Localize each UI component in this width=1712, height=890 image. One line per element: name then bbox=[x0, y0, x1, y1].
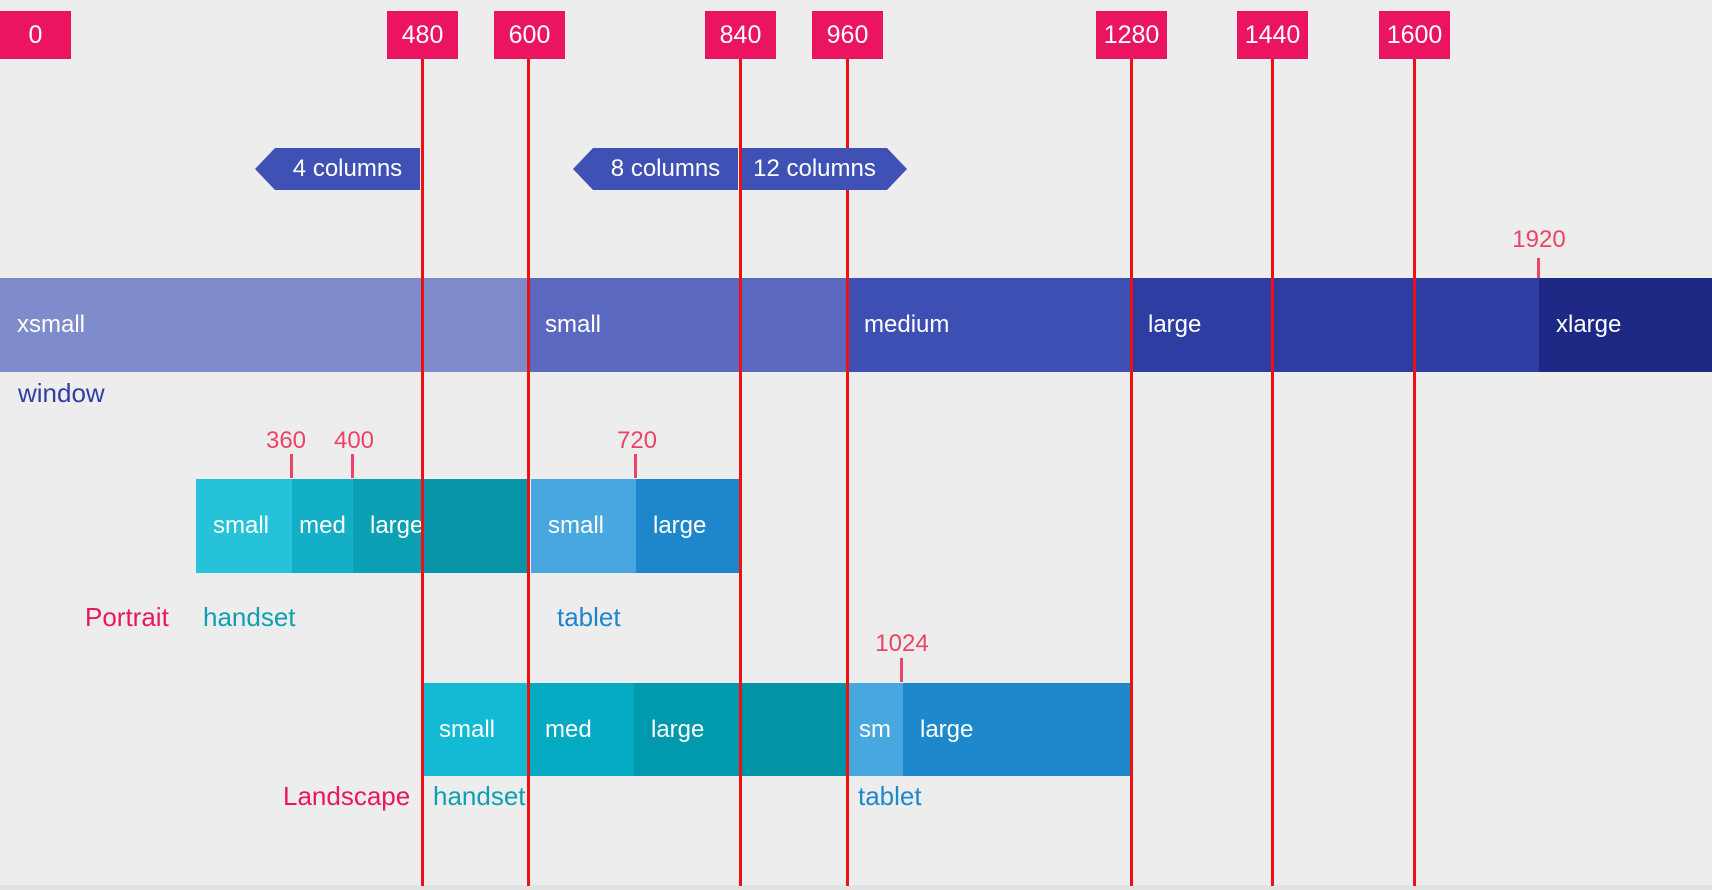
column-badge-label: 12 columns bbox=[753, 155, 876, 182]
block-label: small bbox=[439, 715, 496, 743]
breakpoint-tag-1440: 1440 bbox=[1237, 11, 1308, 59]
breakpoint-tag-label: 840 bbox=[719, 20, 762, 49]
block-label: med bbox=[545, 715, 592, 743]
marker-720: 720 bbox=[616, 427, 658, 454]
breakpoint-tag-0: 0 bbox=[0, 11, 71, 59]
grid-line-1600 bbox=[1413, 59, 1416, 886]
portrait-block-handset-large: large bbox=[353, 479, 424, 573]
breakpoint-tag-840: 840 bbox=[705, 11, 776, 59]
breakpoint-tag-label: 1600 bbox=[1386, 20, 1443, 49]
marker-tick-720 bbox=[634, 454, 637, 478]
section-label-portrait: Portrait bbox=[85, 602, 169, 632]
portrait-block-tablet-large: large bbox=[636, 479, 741, 573]
portrait-block-handset-small: small bbox=[196, 479, 292, 573]
landscape-block-handset-large: large bbox=[634, 683, 740, 776]
landscape-block-handset-med: med bbox=[528, 683, 634, 776]
landscape-caption-tablet: tablet bbox=[858, 781, 922, 811]
breakpoint-tag-600: 600 bbox=[494, 11, 565, 59]
window-segment-label: small bbox=[545, 311, 602, 338]
breakpoint-tag-960: 960 bbox=[812, 11, 883, 59]
block-label: sm bbox=[859, 715, 891, 743]
grid-line-1440 bbox=[1271, 59, 1274, 886]
window-segment-large: large bbox=[1131, 278, 1539, 372]
breakpoint-tag-label: 1280 bbox=[1103, 20, 1160, 49]
column-badge-label: 4 columns bbox=[292, 155, 403, 182]
block-label: med bbox=[299, 512, 346, 539]
window-segment-small: small bbox=[528, 278, 847, 372]
marker-1920: 1920 bbox=[1512, 226, 1566, 253]
portrait-block-handset-med: med bbox=[292, 479, 353, 573]
marker-360: 360 bbox=[265, 427, 307, 454]
block-label: large bbox=[370, 512, 424, 539]
landscape-block-tablet-large: large bbox=[903, 683, 1131, 776]
landscape-block-handset-extension bbox=[740, 683, 847, 776]
landscape-block-handset-small: small bbox=[422, 683, 528, 776]
column-badge-8-columns: 8 columns bbox=[573, 148, 738, 190]
window-segment-xsmall: xsmall bbox=[0, 278, 528, 372]
window-caption: window bbox=[18, 378, 105, 408]
portrait-caption-tablet: tablet bbox=[557, 602, 621, 632]
window-segment-xlarge: xlarge bbox=[1539, 278, 1712, 372]
grid-line-1280 bbox=[1130, 59, 1133, 886]
section-label-landscape: Landscape bbox=[283, 781, 411, 811]
block-label: small bbox=[213, 512, 270, 539]
window-segment-label: large bbox=[1148, 311, 1202, 338]
block-label: large bbox=[653, 512, 707, 539]
portrait-block-handset-extension bbox=[422, 479, 528, 573]
grid-line-840 bbox=[739, 59, 742, 886]
window-segment-label: xlarge bbox=[1556, 311, 1622, 338]
grid-line-600 bbox=[527, 59, 530, 886]
breakpoint-tag-label: 1440 bbox=[1244, 20, 1301, 49]
portrait-block-tablet-small: small bbox=[531, 479, 636, 573]
breakpoint-tag-label: 480 bbox=[401, 20, 444, 49]
breakpoint-tag-480: 480 bbox=[387, 11, 458, 59]
grid-line-480 bbox=[421, 59, 424, 886]
portrait-caption-handset: handset bbox=[203, 602, 296, 632]
footer-strip bbox=[0, 885, 1712, 890]
block-label: large bbox=[651, 715, 705, 743]
marker-1024: 1024 bbox=[875, 630, 929, 657]
landscape-block-tablet-sm: sm bbox=[847, 683, 903, 776]
marker-400: 400 bbox=[333, 427, 375, 454]
breakpoint-tag-label: 960 bbox=[826, 20, 869, 49]
grid-line-960 bbox=[846, 59, 849, 886]
marker-tick-360 bbox=[290, 454, 293, 478]
breakpoint-tag-label: 600 bbox=[508, 20, 551, 49]
column-badge-4-columns: 4 columns bbox=[255, 148, 420, 190]
window-segment-label: medium bbox=[864, 311, 950, 338]
breakpoint-tag-1280: 1280 bbox=[1096, 11, 1167, 59]
block-label: large bbox=[920, 715, 974, 743]
column-badge-12-columns: 12 columns bbox=[742, 148, 907, 190]
marker-tick-1920 bbox=[1537, 258, 1540, 278]
breakpoint-tag-label: 0 bbox=[28, 20, 43, 49]
landscape-caption-handset: handset bbox=[433, 781, 526, 811]
block-label: small bbox=[548, 512, 605, 539]
breakpoint-tag-1600: 1600 bbox=[1379, 11, 1450, 59]
marker-tick-1024 bbox=[900, 658, 903, 682]
window-segment-label: xsmall bbox=[17, 311, 86, 338]
marker-tick-400 bbox=[351, 454, 354, 478]
column-badge-label: 8 columns bbox=[610, 155, 721, 182]
window-segment-medium: medium bbox=[847, 278, 1131, 372]
